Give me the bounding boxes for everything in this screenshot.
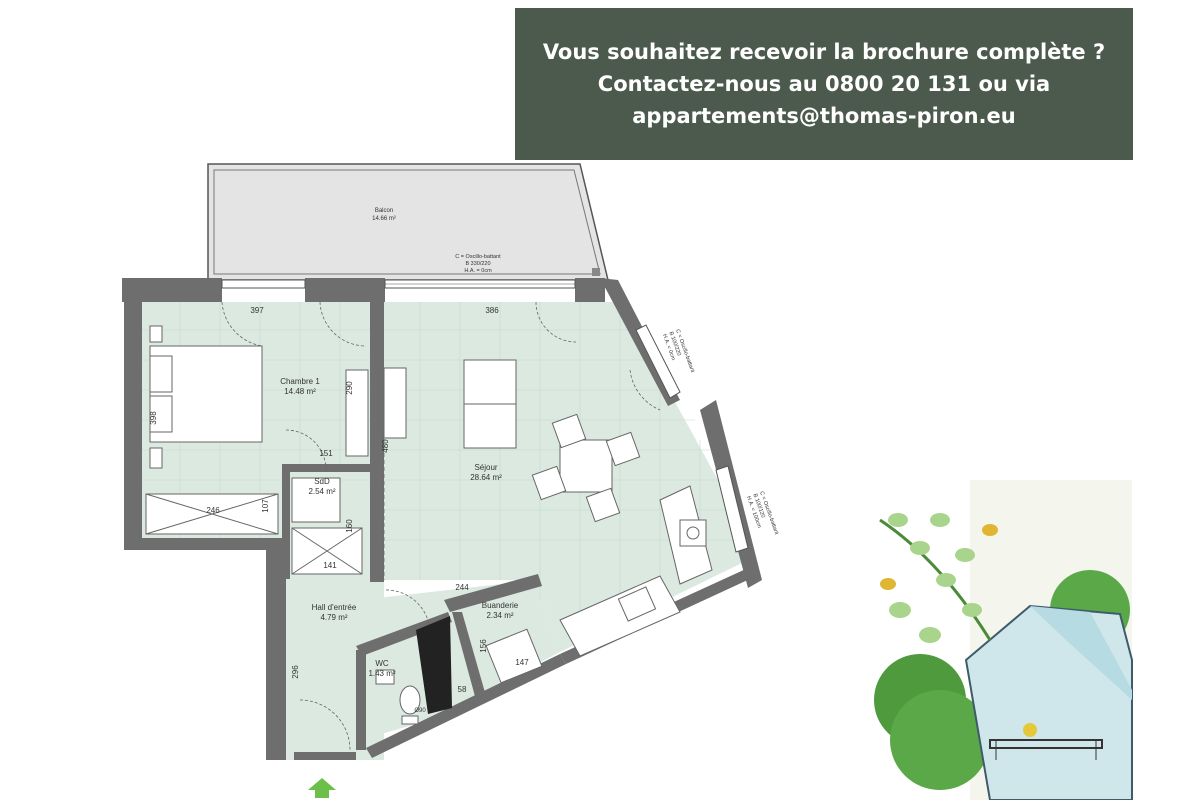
room-labels: Balcon 14.66 m² Chambre 1 14.48 m² Séjou… — [280, 208, 519, 678]
decorative-illustration — [874, 480, 1133, 800]
furniture — [145, 325, 713, 725]
bee-icon — [982, 524, 998, 536]
tv-unit — [383, 367, 407, 439]
bee-icon — [880, 578, 896, 590]
svg-text:156: 156 — [479, 639, 488, 653]
svg-text:246: 246 — [206, 506, 220, 515]
svg-text:386: 386 — [485, 306, 499, 315]
banner-line-email[interactable]: appartements@thomas-piron.eu — [632, 104, 1016, 128]
svg-text:244: 244 — [455, 583, 469, 592]
svg-text:398: 398 — [149, 411, 158, 425]
hall-area: 4.79 m² — [320, 613, 347, 622]
svg-text:397: 397 — [250, 306, 264, 315]
svg-text:107: 107 — [261, 499, 270, 513]
hall-name: Hall d'entrée — [312, 603, 357, 612]
sejour-name: Séjour — [474, 463, 497, 472]
balcon-name: Balcon — [375, 208, 393, 214]
svg-text:Ø90: Ø90 — [414, 708, 426, 714]
sdd-name: SdD — [314, 477, 330, 486]
chambre-area: 14.48 m² — [284, 387, 316, 396]
svg-text:151: 151 — [319, 449, 333, 458]
buanderie-name: Buanderie — [482, 601, 519, 610]
shaft — [416, 616, 452, 714]
sejour-area: 28.64 m² — [470, 473, 502, 482]
buanderie-area: 2.34 m² — [486, 611, 513, 620]
washer — [485, 628, 543, 684]
wc-area: 1.43 m² — [368, 669, 395, 678]
svg-text:290: 290 — [345, 381, 354, 395]
svg-text:480: 480 — [381, 439, 390, 453]
svg-text:160: 160 — [345, 519, 354, 533]
sdd-area: 2.54 m² — [308, 487, 335, 496]
wc-name: WC — [375, 659, 389, 668]
banner-line-brochure: Vous souhaitez recevoir la brochure comp… — [542, 40, 1106, 64]
dimension-labels: 397 386 398 290 480 151 246 107 160 141 … — [149, 306, 529, 714]
svg-text:H.A. = 0cm: H.A. = 0cm — [464, 268, 492, 274]
dining-table — [559, 439, 613, 493]
contact-banner: Vous souhaitez recevoir la brochure comp… — [515, 8, 1133, 160]
svg-text:B 330/220: B 330/220 — [465, 261, 490, 267]
windows — [221, 279, 749, 553]
svg-text:C = Oscillo-battant: C = Oscillo-battant — [455, 254, 501, 260]
balcon-area: 14.66 m² — [372, 216, 396, 222]
svg-text:58: 58 — [458, 685, 467, 694]
sink — [291, 477, 341, 523]
balcony-area — [207, 163, 609, 281]
banner-line-phone: Contactez-nous au 0800 20 131 ou via — [597, 72, 1051, 96]
entrance-arrow-icon — [308, 778, 336, 798]
svg-text:141: 141 — [323, 561, 337, 570]
chambre-name: Chambre 1 — [280, 377, 320, 386]
svg-text:147: 147 — [515, 658, 529, 667]
toilet — [399, 685, 421, 715]
svg-text:296: 296 — [291, 665, 300, 679]
